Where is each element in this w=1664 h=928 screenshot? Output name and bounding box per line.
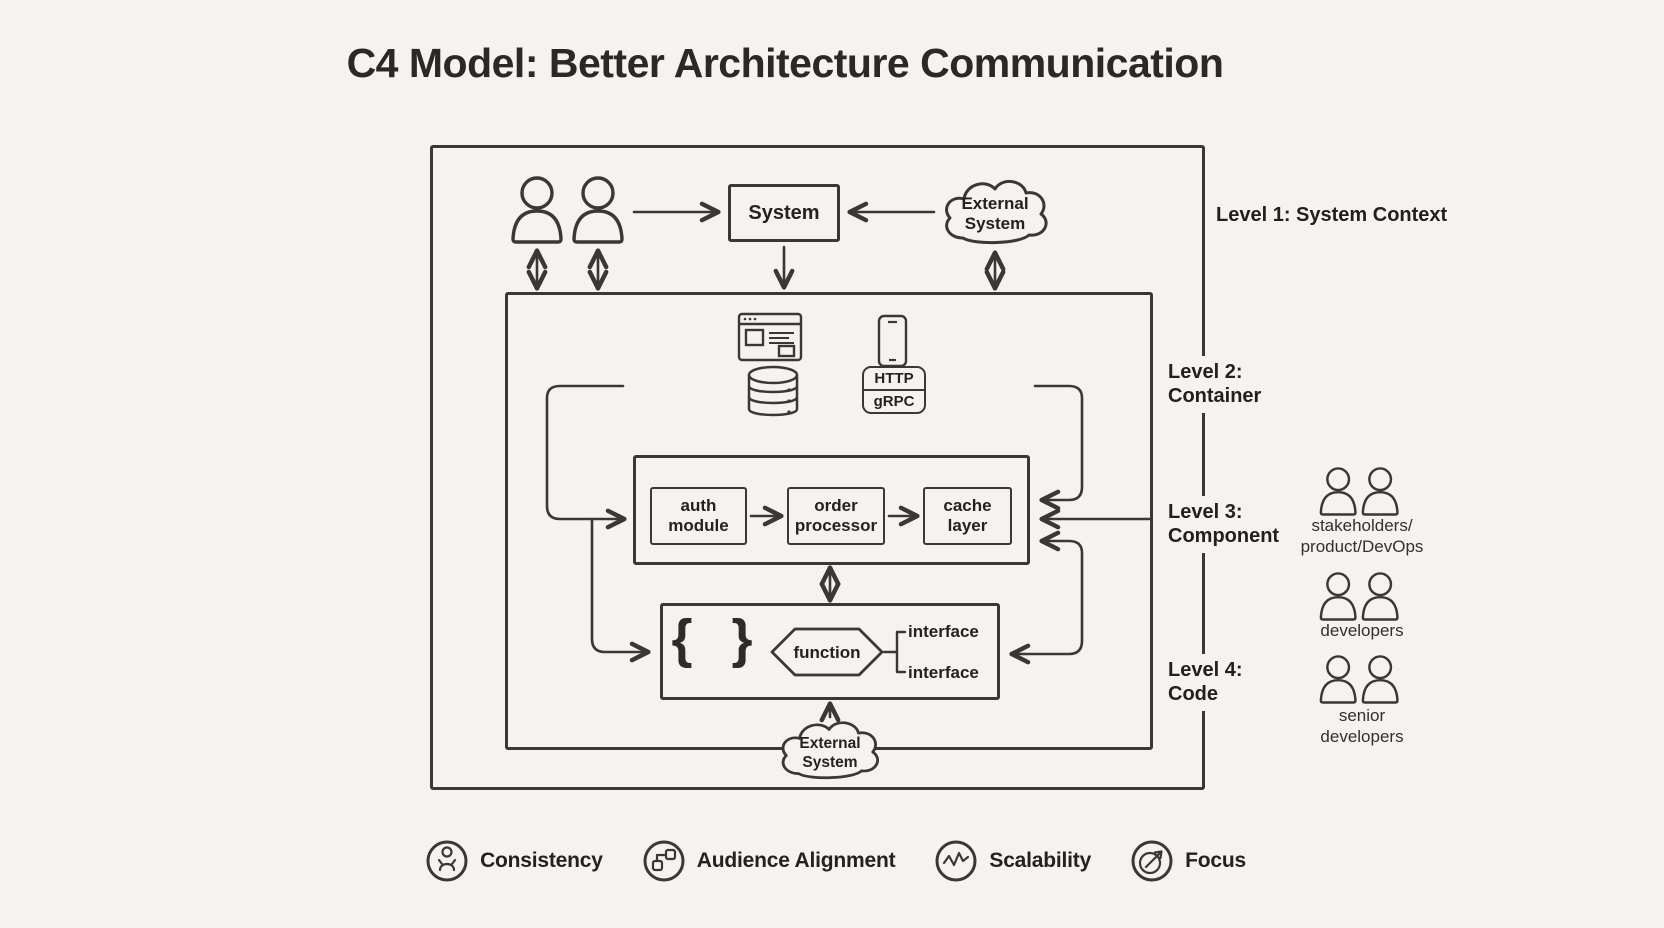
cache-layer-label: cache layer bbox=[943, 496, 992, 535]
http-label: HTTP bbox=[874, 370, 914, 387]
benefit-label: Focus bbox=[1185, 849, 1246, 872]
audience-stakeholders-label: stakeholders/ product/DevOps bbox=[1300, 516, 1424, 557]
system-box bbox=[728, 184, 840, 242]
audience-senior-developers-label: senior developers bbox=[1320, 706, 1404, 747]
system-context-boundary bbox=[430, 145, 1205, 790]
benefits-row: Consistency Audience Alignment Scalabili… bbox=[420, 838, 1250, 884]
level3-label: Level 3: Component bbox=[1160, 496, 1288, 553]
level2-label: Level 2: Container bbox=[1160, 356, 1270, 413]
code-braces: { } bbox=[671, 609, 765, 669]
audience-developers-label: developers bbox=[1320, 621, 1404, 640]
auth-module-label: auth module bbox=[668, 496, 729, 535]
senior-developer-person-icon bbox=[1361, 655, 1399, 704]
http-grpc-box: HTTP gRPC bbox=[862, 366, 926, 414]
developer-person-icon bbox=[1361, 572, 1399, 621]
interface-top-label: interface bbox=[908, 622, 979, 641]
system-label: System bbox=[748, 201, 820, 224]
benefit-audience-alignment: Audience Alignment bbox=[641, 838, 896, 884]
consistency-person-icon bbox=[426, 840, 468, 882]
external-system-top-label: External System bbox=[961, 194, 1029, 234]
interface-bottom-label: interface bbox=[908, 663, 979, 682]
benefit-label: Audience Alignment bbox=[696, 849, 896, 872]
order-processor-label: order processor bbox=[794, 496, 878, 535]
benefit-consistency: Consistency bbox=[424, 838, 603, 884]
benefit-scalability: Scalability bbox=[933, 838, 1091, 884]
page-title: C4 Model: Better Architecture Communicat… bbox=[346, 40, 1224, 86]
function-label: function bbox=[793, 643, 861, 663]
component-boundary bbox=[633, 455, 1030, 565]
stakeholder-person-icon bbox=[1361, 467, 1399, 516]
target-arrow-icon bbox=[1131, 840, 1173, 882]
auth-module-box bbox=[650, 487, 747, 545]
code-boundary bbox=[660, 603, 1000, 700]
senior-developer-person-icon bbox=[1319, 655, 1357, 704]
flow-icon bbox=[643, 840, 685, 882]
developer-person-icon bbox=[1319, 572, 1357, 621]
benefit-label: Consistency bbox=[480, 849, 603, 872]
benefit-focus: Focus bbox=[1129, 838, 1246, 884]
external-system-bottom-label: External System bbox=[799, 735, 861, 771]
level4-label: Level 4: Code bbox=[1160, 654, 1251, 711]
cache-layer-box bbox=[923, 487, 1012, 545]
grpc-label: gRPC bbox=[864, 389, 924, 412]
level1-label: Level 1: System Context bbox=[1208, 199, 1456, 232]
order-processor-box bbox=[787, 487, 885, 545]
pulse-icon bbox=[935, 840, 977, 882]
stakeholder-person-icon bbox=[1319, 467, 1357, 516]
benefit-label: Scalability bbox=[989, 849, 1092, 872]
